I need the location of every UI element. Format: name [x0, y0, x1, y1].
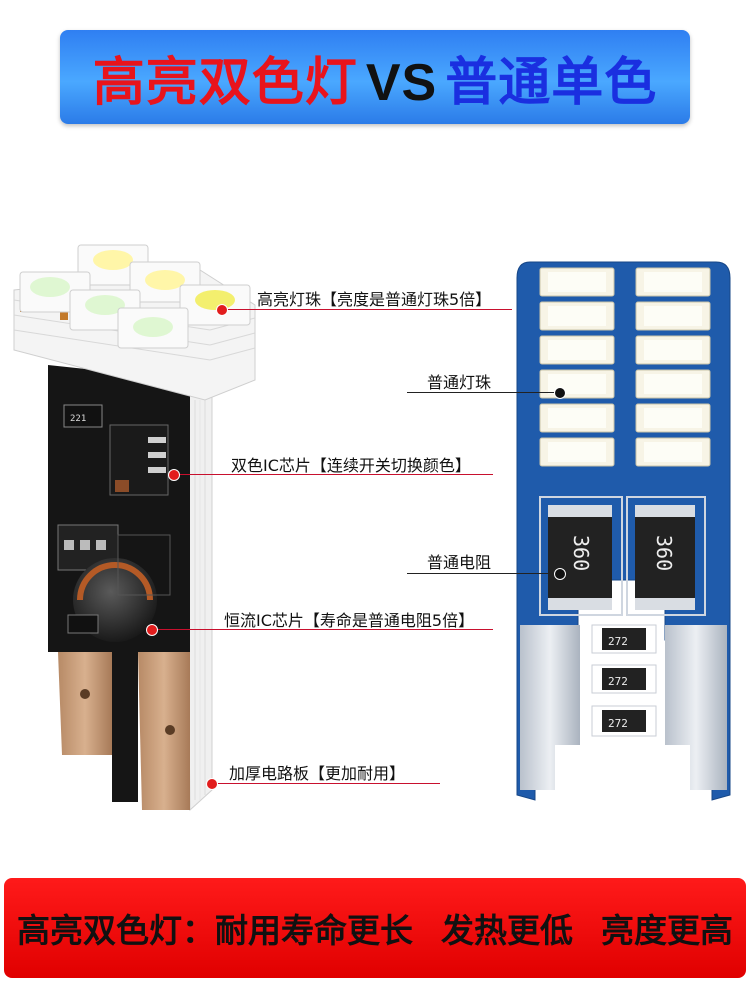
resistor-label-272-1: 272	[608, 635, 628, 648]
callout-ic-chip: 双色IC芯片【连续开关切换颜色】	[231, 456, 471, 475]
title-vs: VS	[365, 53, 438, 112]
callout-line-led-beads	[222, 309, 512, 310]
contact-panel-right	[665, 625, 727, 790]
bottom-brightness: 亮度更高	[601, 911, 733, 950]
callout-dot-ic-chip	[168, 469, 180, 481]
resistor-label-221: 221	[70, 414, 86, 424]
led-bead-emitter	[644, 374, 702, 394]
led-bead-emitter	[644, 272, 702, 292]
resistor-label-360-right: 360	[652, 535, 676, 571]
resistors-360: 360 360	[539, 496, 706, 616]
callout-normal-resistor: 普通电阻	[427, 553, 492, 572]
callout-thick-pcb: 加厚电路板【更加耐用】	[229, 764, 406, 783]
title-normal-single: 普通单色	[445, 52, 658, 113]
callout-dot-normal-beads	[554, 387, 566, 399]
led-bead-emitter	[548, 306, 606, 326]
bottom-banner: 高亮双色灯：耐用寿命更长发热更低亮度更高	[4, 878, 746, 978]
resistor-label-272-2: 272	[608, 675, 628, 688]
led-bead-emitter	[644, 306, 702, 326]
callout-dot-led-beads	[216, 304, 228, 316]
callout-dot-normal-resistor	[554, 568, 566, 580]
led-bead-grid	[539, 267, 711, 467]
title-highlight-bicolor: 高亮双色灯	[92, 52, 358, 113]
callout-line-normal-resistor	[407, 573, 562, 574]
led-bead-emitter	[644, 408, 702, 428]
callout-normal-beads: 普通灯珠	[427, 373, 492, 392]
callout-led-beads: 高亮灯珠【亮度是普通灯珠5倍】	[257, 290, 492, 309]
led-bead-emitter	[548, 272, 606, 292]
callout-line-ic-chip	[175, 474, 493, 475]
resistor-label-360-left: 360	[569, 535, 593, 571]
callout-dot-constant-current	[146, 624, 158, 636]
pcb-components: 221	[57, 404, 171, 642]
callout-line-constant-current	[153, 629, 493, 630]
callout-line-thick-pcb	[213, 783, 440, 784]
callout-dot-thick-pcb	[206, 778, 218, 790]
pcb-side-layers	[194, 400, 206, 800]
resistors-272: 272 272 272	[591, 624, 657, 737]
callout-constant-current: 恒流IC芯片【寿命是普通电阻5倍】	[224, 611, 475, 630]
led-bead-emitter	[548, 442, 606, 462]
led-bead-emitter	[644, 442, 702, 462]
led-bead-emitter	[548, 340, 606, 360]
callout-line-normal-beads	[407, 392, 562, 393]
bottom-text: 高亮双色灯：耐用寿命更长发热更低亮度更高	[17, 904, 733, 952]
bottom-durable: 高亮双色灯：耐用寿命更长	[17, 911, 413, 950]
contact-panel-left	[520, 625, 580, 790]
contact-left	[58, 652, 112, 755]
bottom-low-heat: 发热更低	[441, 911, 573, 950]
led-chips	[19, 244, 251, 349]
contact-right	[138, 652, 190, 810]
led-bead-emitter	[548, 408, 606, 428]
resistor-label-272-3: 272	[608, 717, 628, 730]
led-bead-emitter	[644, 340, 702, 360]
